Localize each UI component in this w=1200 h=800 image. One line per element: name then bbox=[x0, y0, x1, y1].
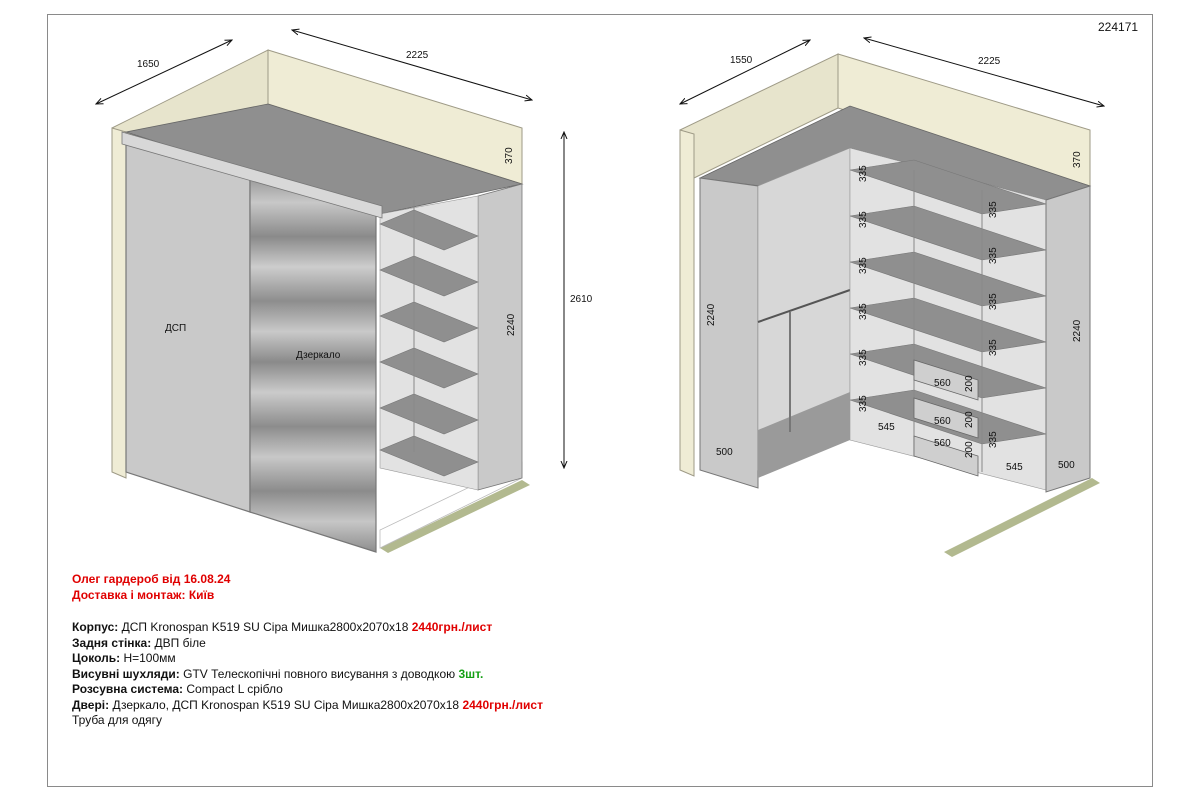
right-width-dim: 2225 bbox=[978, 56, 1001, 67]
right-shelf bbox=[849, 297, 1047, 353]
right-view: 335 335 335 335 335 335 335 335 335 335 … bbox=[680, 38, 1104, 557]
order-notes: Олег гардероб від 16.08.24 Доставка і мо… bbox=[72, 572, 692, 729]
drawer-height: 200 bbox=[964, 375, 975, 392]
left-top-rail bbox=[121, 131, 383, 219]
left-top-dim: 370 bbox=[504, 147, 515, 164]
left-shelves bbox=[379, 209, 479, 477]
shelf-dim: 335 bbox=[858, 211, 869, 228]
left-door-panel bbox=[125, 137, 251, 513]
drawing-frame bbox=[47, 14, 1153, 787]
drawers bbox=[913, 359, 979, 477]
left-panel-label: ДСП bbox=[165, 323, 186, 334]
left-width-dim-line bbox=[292, 30, 532, 100]
right-floor-stripe bbox=[944, 478, 1100, 557]
shelf-dim: 335 bbox=[858, 349, 869, 366]
left-height-total: 2610 bbox=[570, 294, 593, 305]
shelf-dim-right: 335 bbox=[988, 201, 999, 218]
left-mirror-label: Дзеркало bbox=[296, 350, 341, 361]
right-height-right: 2240 bbox=[1072, 319, 1083, 342]
left-view: ДСП Дзеркало 1650 2225 2610 2240 370 bbox=[96, 30, 593, 553]
left-side-wall-edge bbox=[111, 127, 127, 479]
left-mirror-door bbox=[249, 171, 377, 553]
right-shelf bbox=[849, 159, 1047, 215]
right-shelf bbox=[849, 205, 1047, 261]
right-depth-dim-line bbox=[680, 40, 810, 104]
right-left-panel bbox=[699, 177, 759, 489]
right-side-wall-edge bbox=[679, 129, 695, 477]
right-right-panel bbox=[1045, 185, 1091, 493]
left-shelf bbox=[379, 435, 479, 477]
shelf-dim-right: 335 bbox=[988, 431, 999, 448]
left-shelf bbox=[379, 347, 479, 389]
drawer-width: 560 bbox=[934, 438, 951, 449]
right-top-dim: 370 bbox=[1072, 151, 1083, 168]
spec-row-rail: Труба для одягу bbox=[72, 713, 163, 727]
spec-row-doors: Двері: Дзеркало, ДСП Kronospan K519 SU С… bbox=[72, 697, 543, 712]
delivery-info: Доставка і монтаж: Київ bbox=[72, 587, 215, 602]
shelf-dim: 335 bbox=[858, 165, 869, 182]
order-title: Олег гардероб від 16.08.24 bbox=[72, 572, 231, 586]
shelf-dim: 335 bbox=[858, 303, 869, 320]
drawer bbox=[913, 435, 979, 477]
spec-row-body: Корпус: ДСП Kronospan K519 SU Сіра Мишка… bbox=[72, 620, 493, 634]
left-shelf bbox=[379, 301, 479, 343]
left-shelf bbox=[379, 255, 479, 297]
drawer bbox=[913, 359, 979, 401]
left-depth-dim-line bbox=[96, 40, 232, 104]
spec-row-sliding: Розсувна система: Compact L срібло bbox=[72, 682, 283, 696]
left-width-dim: 2225 bbox=[406, 50, 429, 61]
shelf-dim: 335 bbox=[858, 257, 869, 274]
spec-row-back: Задня стінка: ДВП біле bbox=[72, 635, 206, 650]
drawer bbox=[913, 397, 979, 439]
bottom-shelf-dim-right: 545 bbox=[1006, 462, 1023, 473]
drawer-height: 200 bbox=[964, 441, 975, 458]
shelf-dim-right: 335 bbox=[988, 247, 999, 264]
drawer-width: 560 bbox=[934, 416, 951, 427]
bottom-shelf-dim: 545 bbox=[878, 422, 895, 433]
left-shelf bbox=[379, 393, 479, 435]
base-right-dim: 500 bbox=[1058, 460, 1075, 471]
right-hanging-floor bbox=[758, 392, 850, 478]
left-right-panel bbox=[477, 183, 523, 491]
left-height-side: 2240 bbox=[506, 313, 517, 336]
right-height-left: 2240 bbox=[706, 303, 717, 326]
spec-row-plinth: Цоколь: H=100мм bbox=[72, 651, 176, 665]
order-number: 224171 bbox=[1098, 20, 1139, 34]
left-depth-dim: 1650 bbox=[137, 59, 160, 70]
spec-row-drawers: Висувні шухляди: GTV Телескопічні повног… bbox=[72, 666, 484, 681]
left-shelf bbox=[379, 209, 479, 251]
clothes-rail bbox=[757, 289, 851, 323]
left-floor-stripe bbox=[380, 480, 530, 553]
shelf-dim-right: 335 bbox=[988, 293, 999, 310]
drawer-height: 200 bbox=[964, 411, 975, 428]
drawer-width: 560 bbox=[934, 378, 951, 389]
shelf-dim-right: 335 bbox=[988, 339, 999, 356]
shelf-dim: 335 bbox=[858, 395, 869, 412]
base-left-dim: 500 bbox=[716, 447, 733, 458]
right-width-dim-line bbox=[864, 38, 1104, 106]
right-depth-dim: 1550 bbox=[730, 55, 753, 66]
right-shelf bbox=[849, 251, 1047, 307]
